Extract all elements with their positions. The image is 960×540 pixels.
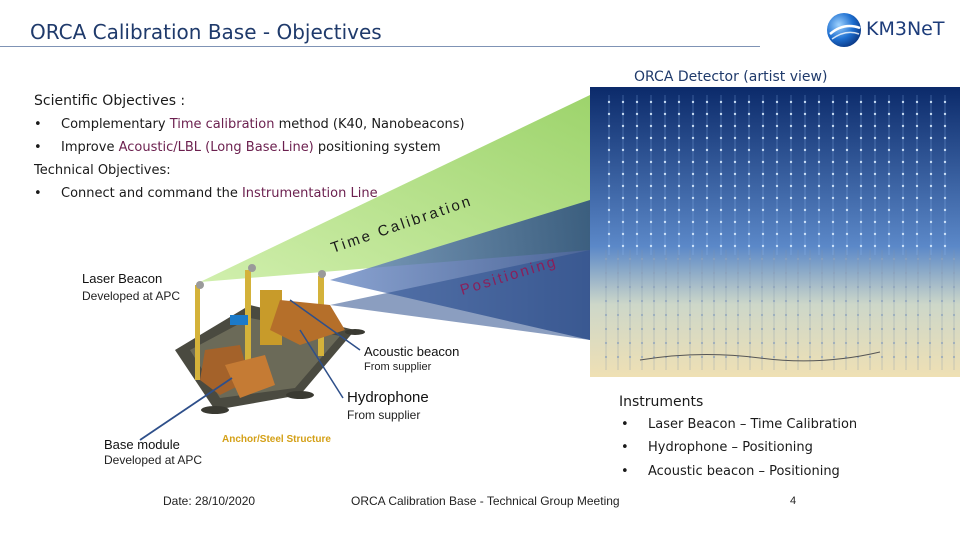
acoustic-beacon-label: Acoustic beacon — [364, 344, 460, 359]
page-title: ORCA Calibration Base - Objectives — [30, 20, 382, 44]
km3net-logo-icon — [827, 13, 861, 47]
footer-page-number: 4 — [790, 495, 797, 507]
acoustic-beacon-pointer — [289, 299, 361, 351]
detector-label: ORCA Detector (artist view) — [634, 69, 828, 85]
instrument-item: •Laser Beacon – Time Calibration — [621, 417, 858, 432]
footer-meeting: ORCA Calibration Base - Technical Group … — [351, 494, 620, 508]
anchor-structure-label: Anchor/Steel Structure — [222, 434, 331, 445]
instruments-heading: Instruments — [619, 394, 704, 410]
bullet: • — [34, 117, 42, 132]
hydrophone-sublabel: From supplier — [347, 408, 421, 422]
logo-text: KM3NeT — [866, 18, 945, 40]
positioning-beam-lower — [330, 250, 590, 340]
detector-string-grid-upper — [600, 95, 955, 255]
base-module-illustration — [175, 264, 365, 414]
title-divider — [0, 46, 760, 47]
instrument-item: •Hydrophone – Positioning — [621, 440, 813, 455]
seabed-cable — [639, 351, 881, 362]
base-module-pointer — [139, 377, 233, 441]
technical-objective-item: •Connect and command the Instrumentation… — [34, 186, 378, 201]
laser-beacon-label: Laser Beacon — [82, 271, 163, 286]
instrument-item: •Acoustic beacon – Positioning — [621, 464, 840, 479]
acoustic-beacon-sublabel: From supplier — [364, 361, 432, 373]
detector-string-grid-lower — [600, 250, 955, 370]
technical-objectives-heading: Technical Objectives: — [34, 163, 171, 178]
laser-beacon-sublabel: Developed at APC — [82, 289, 181, 303]
scientific-objective-item: •Improve Acoustic/LBL (Long Base.Line) p… — [34, 140, 441, 155]
bullet: • — [34, 140, 42, 155]
hydrophone-pointer — [299, 329, 344, 399]
bullet: • — [34, 186, 42, 201]
hydrophone-label: Hydrophone — [347, 389, 429, 406]
scientific-objectives-heading: Scientific Objectives : — [34, 93, 186, 109]
footer-date: Date: 28/10/2020 — [163, 494, 256, 508]
base-module-sublabel: Developed at APC — [104, 453, 203, 467]
base-module-label: Base module — [104, 437, 180, 452]
scientific-objective-item: •Complementary Time calibration method (… — [34, 117, 465, 132]
